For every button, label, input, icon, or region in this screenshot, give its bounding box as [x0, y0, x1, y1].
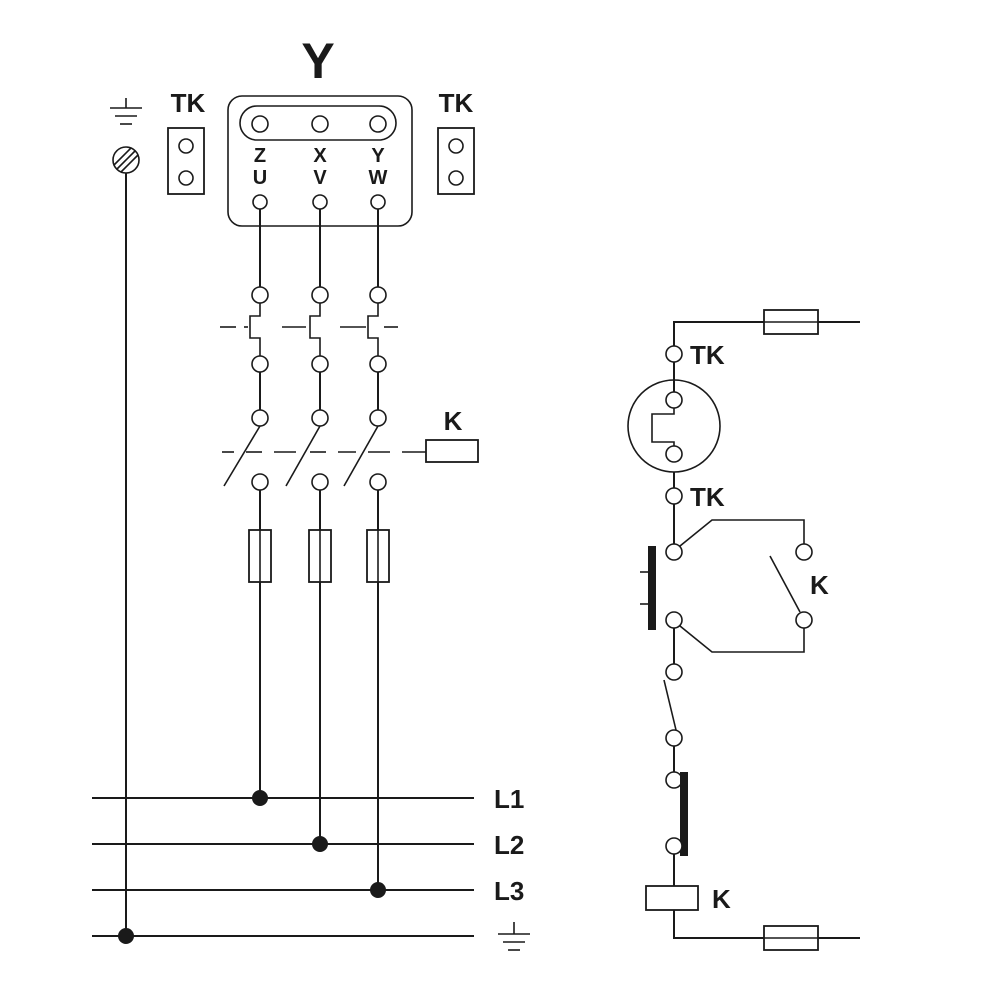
contactor-label: K — [444, 406, 463, 436]
coil-label: K — [712, 884, 731, 914]
switch-icon — [769, 555, 801, 613]
stop-button-terminal-2 — [665, 611, 683, 629]
switch-icon — [223, 425, 261, 487]
tk-control-label-bottom: TK — [690, 482, 725, 512]
fuse-icon — [248, 529, 390, 583]
terminal-u — [252, 194, 268, 210]
tk-control-label-top: TK — [690, 340, 725, 370]
stop-button-terminal-1 — [665, 543, 683, 561]
holding-contact-terminal-2 — [795, 611, 813, 629]
phase-wires-to-bus — [259, 582, 379, 890]
thermal-protector-terminal-1 — [665, 391, 683, 409]
tk-control-terminal-top — [665, 345, 683, 363]
thermal-protector-contact — [651, 408, 675, 446]
terminal-w — [370, 194, 386, 210]
label-l2: L2 — [494, 830, 524, 860]
terminal-y — [369, 115, 387, 133]
holding-contact-terminal-1 — [795, 543, 813, 561]
phase-wires — [259, 209, 379, 287]
label-l1: L1 — [494, 784, 524, 814]
terminal-label-u: U — [253, 167, 267, 189]
junction-l2 — [312, 836, 328, 852]
control-bottom-wire — [673, 910, 764, 939]
tk-label-right: TK — [439, 88, 474, 118]
terminal-x — [311, 115, 329, 133]
motor-terminal-box: Y Z X Y U V W — [227, 33, 413, 227]
coil-icon — [425, 439, 479, 463]
terminal-z — [251, 115, 269, 133]
thermal-protector-terminal-2 — [665, 445, 683, 463]
terminal-label-v: V — [313, 167, 327, 189]
tk-label-left: TK — [171, 88, 206, 118]
switch-icon — [285, 425, 321, 487]
tk-control-terminal-bottom — [665, 487, 683, 505]
terminal-label-x: X — [313, 145, 327, 167]
terminal-label-w: W — [369, 167, 388, 189]
stop-button — [648, 546, 656, 630]
ground-icon — [498, 922, 530, 951]
holding-wire-bottom — [679, 625, 805, 653]
start-button-terminal-2 — [665, 837, 683, 855]
switch-icon — [663, 679, 677, 731]
connection-type-label: Y — [301, 33, 334, 89]
tk-left-terminal-2 — [178, 170, 194, 186]
junction-pe — [118, 928, 134, 944]
star-bridge — [239, 105, 397, 141]
supply-bus: L1 L2 L3 — [92, 784, 530, 951]
earth-terminal — [112, 146, 140, 174]
control-top-wire — [673, 321, 764, 346]
terminal-v — [312, 194, 328, 210]
main-contactor: K — [222, 406, 479, 491]
start-switch-terminal-2 — [665, 729, 683, 747]
tk-terminal-left: TK — [167, 88, 206, 195]
coil-icon — [645, 885, 699, 911]
junction-l3 — [370, 882, 386, 898]
terminal-label-y: Y — [371, 145, 385, 167]
terminal-label-z: Z — [254, 145, 266, 167]
star-point-terminals — [251, 115, 387, 133]
tk-right-terminal-1 — [448, 138, 464, 154]
junction-l1 — [252, 790, 268, 806]
start-switch-terminal-1 — [665, 663, 683, 681]
start-button — [680, 772, 688, 856]
tk-left-terminal-1 — [178, 138, 194, 154]
overload-relay — [220, 286, 398, 373]
tk-right-terminal-2 — [448, 170, 464, 186]
switch-icon — [343, 425, 379, 487]
phase-wires-mid — [259, 372, 379, 410]
label-l3: L3 — [494, 876, 524, 906]
phase-wires-lower — [259, 490, 379, 530]
start-button-terminal-1 — [665, 771, 683, 789]
aux-contact-label: K — [810, 570, 829, 600]
ground-icon — [110, 98, 142, 125]
control-circuit: TK TK K K — [627, 309, 860, 951]
holding-wire-top — [679, 519, 805, 547]
tk-terminal-right: TK — [437, 88, 475, 195]
